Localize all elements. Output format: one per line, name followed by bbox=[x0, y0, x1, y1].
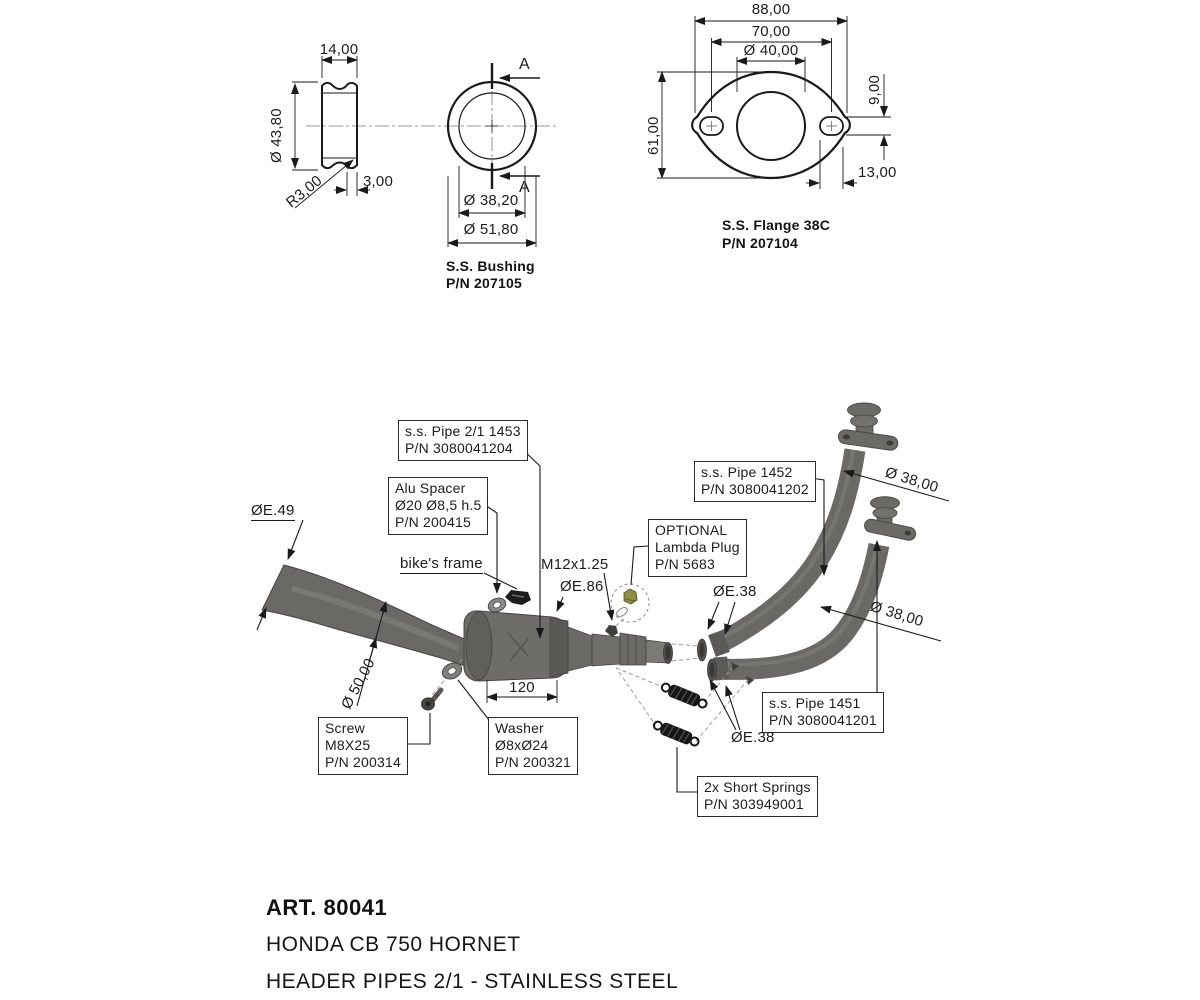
callout-line: P/N 3080041202 bbox=[701, 481, 809, 497]
bushing-front-view bbox=[446, 63, 540, 247]
article-number: ART. 80041 bbox=[266, 895, 388, 920]
callout-springs: 2x Short Springs P/N 303949001 bbox=[697, 776, 818, 817]
washer bbox=[441, 662, 463, 680]
header-pipes bbox=[697, 402, 917, 685]
exploded-leaders bbox=[256, 448, 950, 793]
flange-dim-centers: 70,00 bbox=[751, 23, 791, 40]
label-len120: 120 bbox=[509, 679, 535, 696]
bushing-title: S.S. Bushing bbox=[446, 258, 535, 274]
callout-line: Lambda Plug bbox=[655, 539, 740, 555]
bushing-side-view bbox=[291, 56, 556, 209]
callout-pipe-1451: s.s. Pipe 1451 P/N 3080041201 bbox=[762, 692, 884, 733]
label-oe38-top: ØE.38 bbox=[713, 583, 757, 600]
mid-pipe bbox=[591, 633, 621, 667]
callout-line: Ø20 Ø8,5 h.5 bbox=[395, 497, 482, 513]
callout-line: OPTIONAL bbox=[655, 522, 728, 538]
flange-dim-height: 61,00 bbox=[645, 116, 662, 155]
callout-line: P/N 200321 bbox=[495, 754, 571, 770]
callout-line: M8X25 bbox=[325, 737, 371, 753]
alu-spacer bbox=[487, 597, 507, 613]
callout-line: Screw bbox=[325, 720, 365, 736]
callout-line: P/N 303949001 bbox=[704, 796, 804, 812]
flange-dim-slot-height: 9,00 bbox=[866, 75, 883, 105]
flange-part-number: P/N 207104 bbox=[722, 235, 798, 251]
section-label-a-top: A bbox=[519, 56, 530, 73]
bike-frame-bracket bbox=[505, 590, 531, 605]
bushing-part-number: P/N 207105 bbox=[446, 275, 522, 291]
product-description: HEADER PIPES 2/1 - STAINLESS STEEL bbox=[266, 970, 679, 993]
callout-line: Alu Spacer bbox=[395, 480, 466, 496]
collector-body bbox=[463, 610, 673, 682]
flange-collar-lower bbox=[864, 496, 917, 541]
bike-model: HONDA CB 750 HORNET bbox=[266, 933, 521, 956]
pipe-1452 bbox=[709, 448, 866, 656]
callout-pipe-2-1: s.s. Pipe 2/1 1453 P/N 3080041204 bbox=[398, 420, 528, 461]
callout-line: s.s. Pipe 1451 bbox=[769, 695, 861, 711]
callout-lambda-plug: OPTIONAL Lambda Plug P/N 5683 bbox=[648, 519, 747, 577]
flange-dim-bore: Ø 40,00 bbox=[743, 42, 799, 59]
label-oe86: ØE.86 bbox=[560, 578, 604, 595]
label-bikes-frame: bike's frame bbox=[400, 555, 483, 574]
label-oe49: ØE.49 bbox=[251, 502, 295, 521]
screw bbox=[421, 687, 444, 711]
callout-alu-spacer: Alu Spacer Ø20 Ø8,5 h.5 P/N 200415 bbox=[388, 477, 489, 535]
lambda-plug bbox=[610, 583, 650, 623]
short-spring-1 bbox=[660, 682, 708, 709]
bushing-dim-lip: 3,00 bbox=[363, 173, 393, 190]
bushing-dim-outer: Ø 43,80 bbox=[268, 108, 285, 163]
callout-pipe-1452: s.s. Pipe 1452 P/N 3080041202 bbox=[694, 461, 816, 502]
callout-screw: Screw M8X25 P/N 200314 bbox=[318, 717, 408, 775]
section-label-a-bottom: A bbox=[519, 179, 530, 196]
bushing-dim-od: Ø 51,80 bbox=[463, 221, 519, 238]
reducer-cone bbox=[567, 626, 593, 672]
callout-line: s.s. Pipe 2/1 1453 bbox=[405, 423, 521, 439]
flange-dim-overall: 88,00 bbox=[751, 1, 791, 18]
callout-washer: Washer Ø8xØ24 P/N 200321 bbox=[488, 717, 578, 775]
callout-line: Washer bbox=[495, 720, 544, 736]
outlet-sleeve bbox=[619, 632, 647, 666]
collector-inlet-pipe bbox=[261, 564, 475, 671]
callout-line: P/N 5683 bbox=[655, 556, 715, 572]
flange-title: S.S. Flange 38C bbox=[722, 217, 831, 233]
callout-line: 2x Short Springs bbox=[704, 779, 811, 795]
callout-line: P/N 3080041204 bbox=[405, 440, 513, 456]
label-thread-m12: M12x1.25 bbox=[541, 556, 609, 573]
short-spring-2 bbox=[652, 720, 700, 747]
callout-line: s.s. Pipe 1452 bbox=[701, 464, 793, 480]
bushing-dim-bore: Ø 38,20 bbox=[463, 192, 519, 209]
flange-view bbox=[657, 16, 891, 189]
callout-line: P/N 200314 bbox=[325, 754, 401, 770]
flange-collar-top bbox=[837, 402, 899, 451]
label-oe38-bottom: ØE.38 bbox=[731, 729, 775, 746]
pipe-1451 bbox=[715, 542, 890, 680]
bushing-dim-width: 14,00 bbox=[319, 41, 359, 58]
callout-line: P/N 3080041201 bbox=[769, 712, 877, 728]
callout-line: P/N 200415 bbox=[395, 514, 471, 530]
flange-dim-slot-length: 13,00 bbox=[858, 164, 897, 181]
callout-line: Ø8xØ24 bbox=[495, 737, 549, 753]
lambda-boss bbox=[605, 625, 618, 637]
